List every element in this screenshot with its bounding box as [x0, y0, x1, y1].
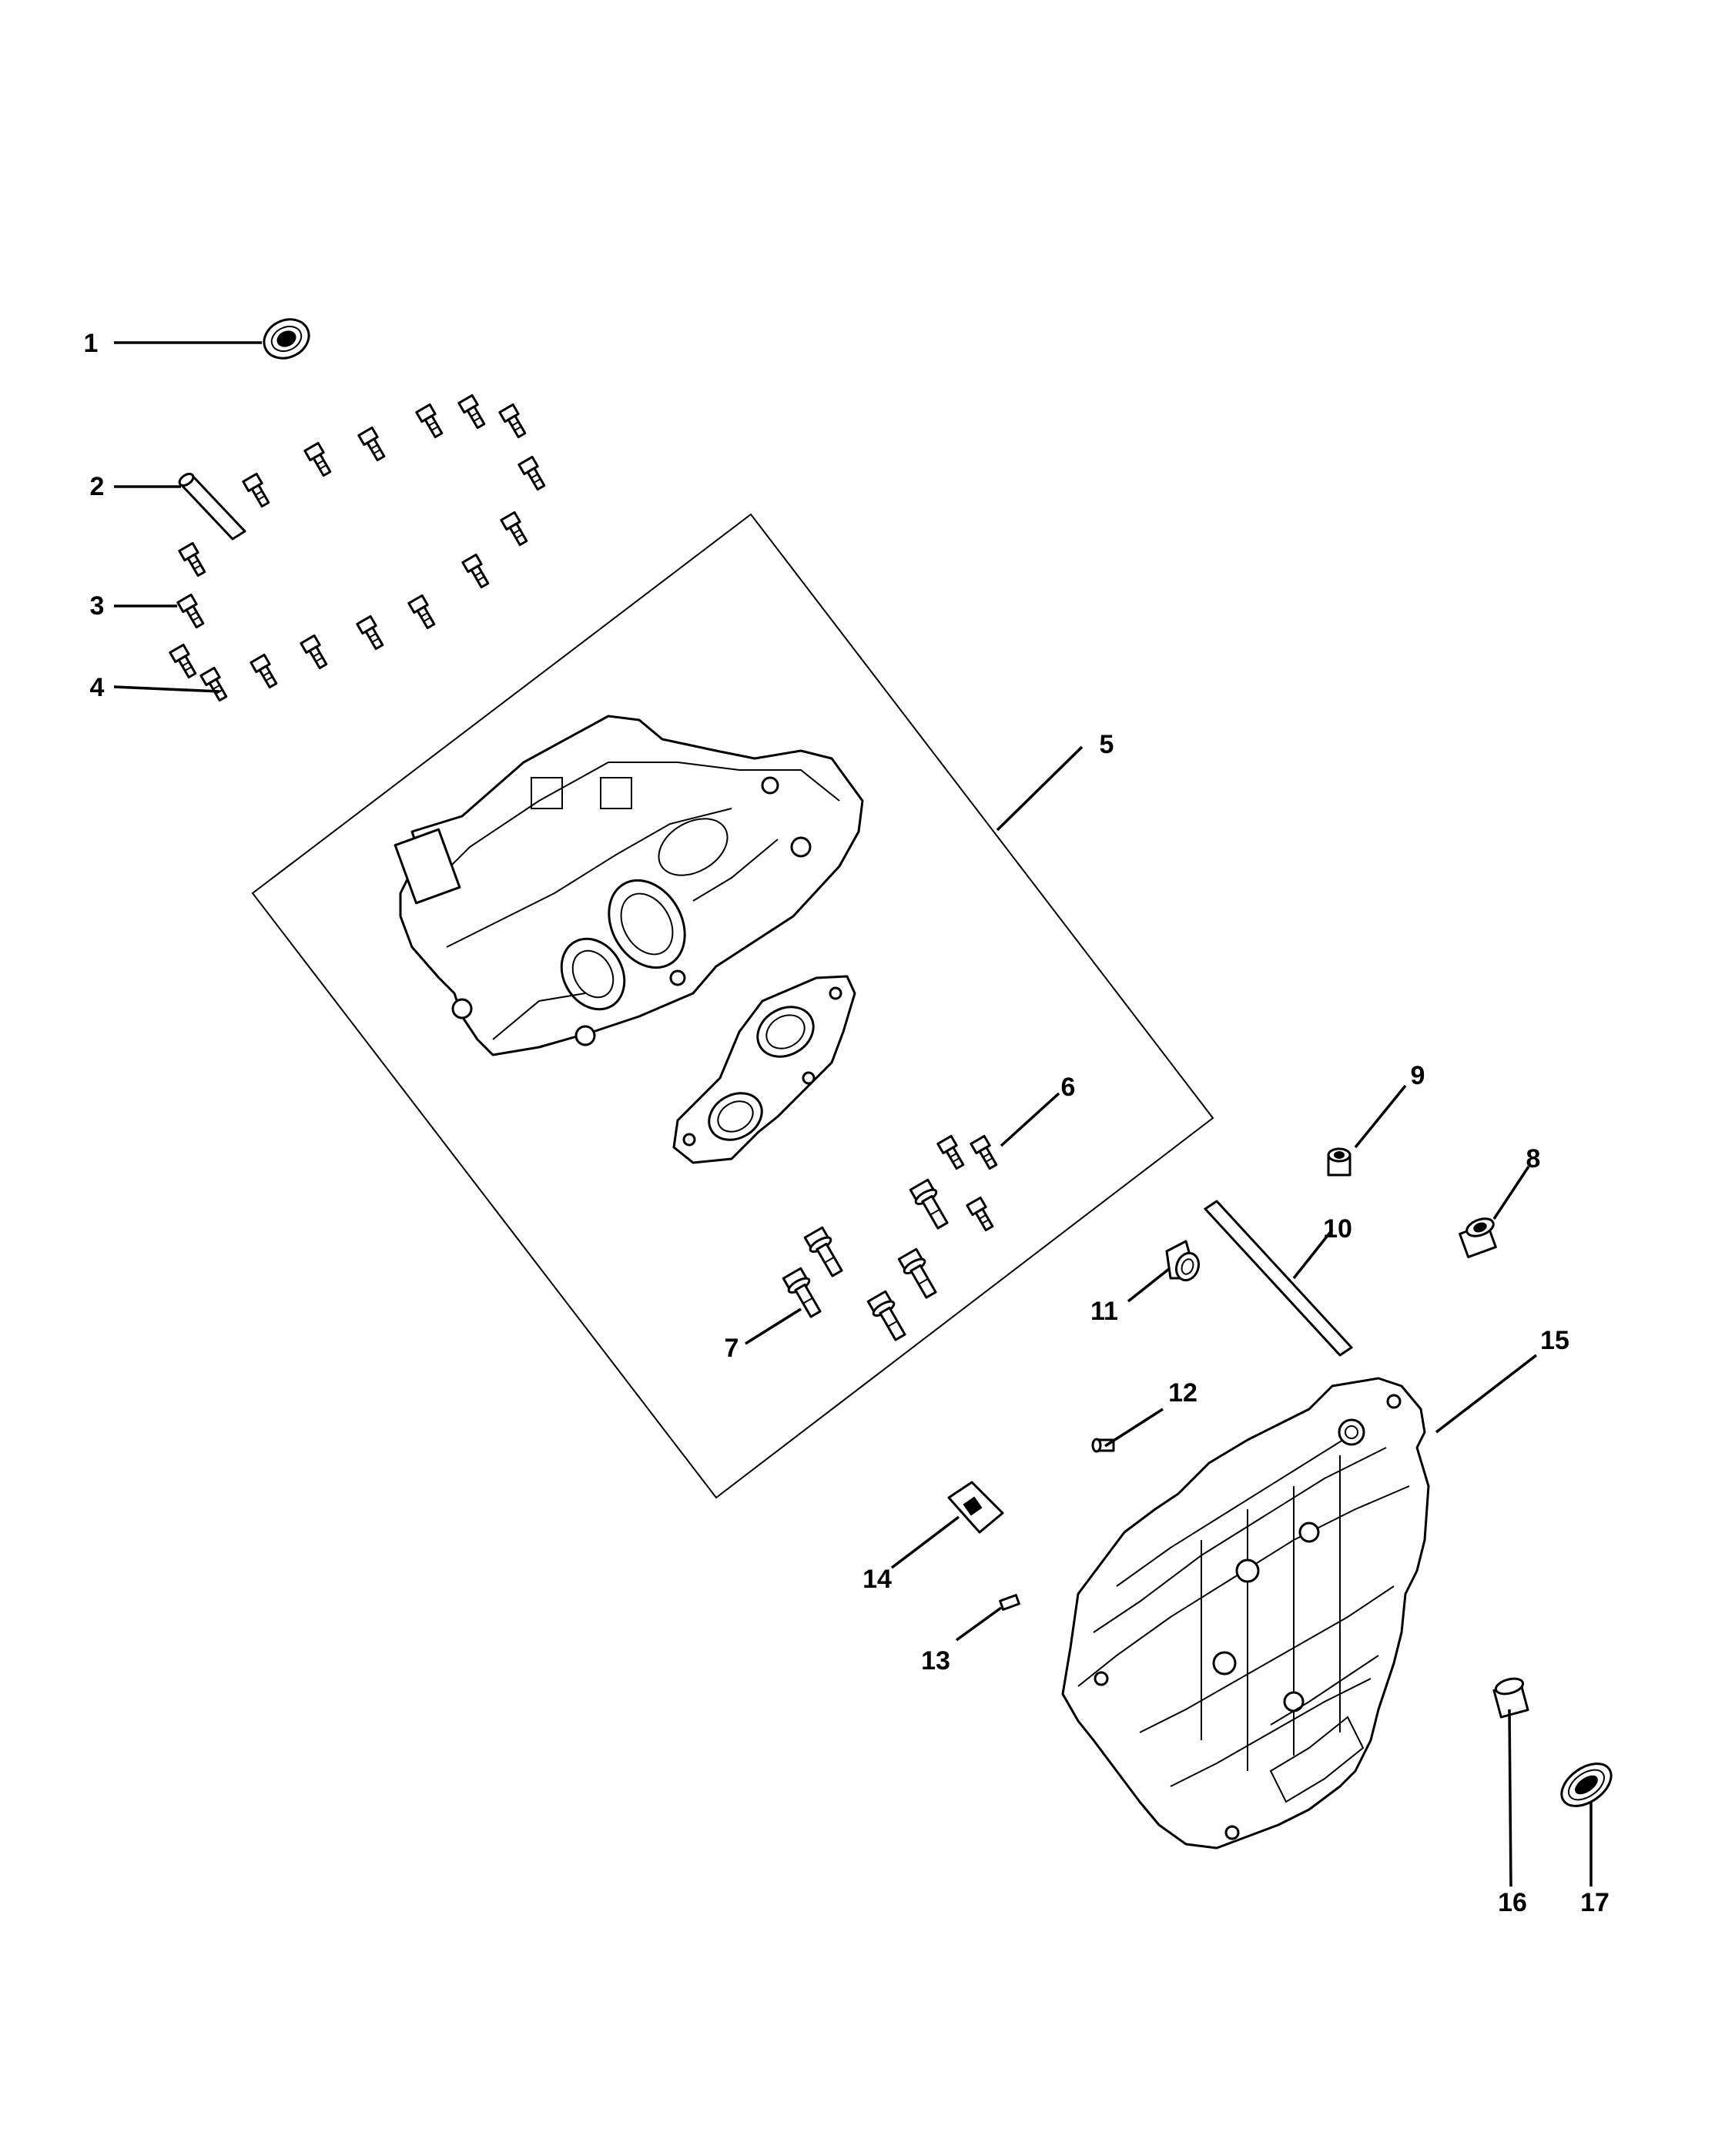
bolt-icon: [936, 1134, 968, 1172]
bolt-icon: [970, 1134, 1001, 1172]
callout-9: 9: [1411, 1061, 1425, 1090]
transmission-case-front-icon: [394, 715, 864, 1056]
dowel-pin-icon: [999, 1594, 1020, 1611]
bolt-icon: [178, 541, 209, 579]
callout-12: 12: [1168, 1378, 1197, 1408]
bolt-icon: [303, 441, 335, 479]
bolt-icon: [169, 643, 200, 681]
callout-5: 5: [1100, 730, 1114, 759]
callout-16: 16: [1498, 1888, 1527, 1917]
bushing-icon: [1459, 1217, 1497, 1259]
bolt-icon: [300, 634, 331, 671]
bushing-icon: [1327, 1147, 1352, 1177]
bolt-icon: [357, 426, 389, 464]
bolt-icon: [250, 653, 281, 691]
bolt-icon: [866, 1289, 912, 1344]
bolt-icon: [199, 666, 231, 704]
callout-labels: 1 2 3 4 5 6 7 8 9 10 11 12 13 14 15 16 1…: [84, 329, 1609, 1917]
bolt-icon: [415, 403, 447, 440]
callout-13: 13: [921, 1646, 950, 1676]
bolt-icon: [896, 1247, 943, 1302]
leader-lines: [113, 341, 1593, 1887]
fitting-icon: [1165, 1240, 1201, 1282]
bushing-icon: [1492, 1677, 1529, 1719]
plate-bolt-group: [781, 1134, 1001, 1344]
callout-3: 3: [90, 591, 105, 621]
magnet-icon: [947, 1481, 1004, 1534]
bolt-icon: [802, 1225, 849, 1281]
callout-14: 14: [862, 1565, 892, 1594]
bolt-icon: [966, 1196, 997, 1234]
callout-10: 10: [1323, 1214, 1352, 1244]
oil-seal-icon: [1560, 1763, 1613, 1807]
dowel-pin-icon: [1091, 1438, 1115, 1453]
bolt-icon: [457, 393, 489, 431]
bolt-icon: [498, 403, 530, 440]
callout-15: 15: [1540, 1326, 1569, 1355]
assembly-frame-5: [251, 513, 1214, 1499]
bolt-icon: [781, 1266, 827, 1321]
bolt-icon: [461, 553, 493, 591]
bolt-icon: [407, 594, 439, 631]
bolt-icon: [500, 511, 531, 548]
callout-4: 4: [90, 673, 105, 702]
callout-17: 17: [1580, 1888, 1609, 1917]
transmission-case-rear-icon: [1061, 1377, 1430, 1850]
callout-6: 6: [1061, 1073, 1076, 1102]
tube-icon: [1204, 1200, 1353, 1357]
callout-1: 1: [84, 329, 99, 358]
dowel-pin-icon: [178, 472, 246, 541]
bearing-retainer-plate-icon: [672, 975, 856, 1164]
bolt-icon: [518, 455, 549, 493]
callout-2: 2: [90, 472, 105, 501]
callout-7: 7: [725, 1334, 739, 1363]
case-bolt-ring: [169, 393, 549, 704]
bolt-icon: [176, 593, 208, 631]
oil-seal-icon: [263, 318, 310, 360]
bolt-icon: [356, 614, 387, 652]
bolt-icon: [242, 472, 273, 510]
callout-8: 8: [1526, 1144, 1541, 1173]
bolt-icon: [908, 1177, 954, 1233]
callout-11: 11: [1090, 1297, 1118, 1326]
